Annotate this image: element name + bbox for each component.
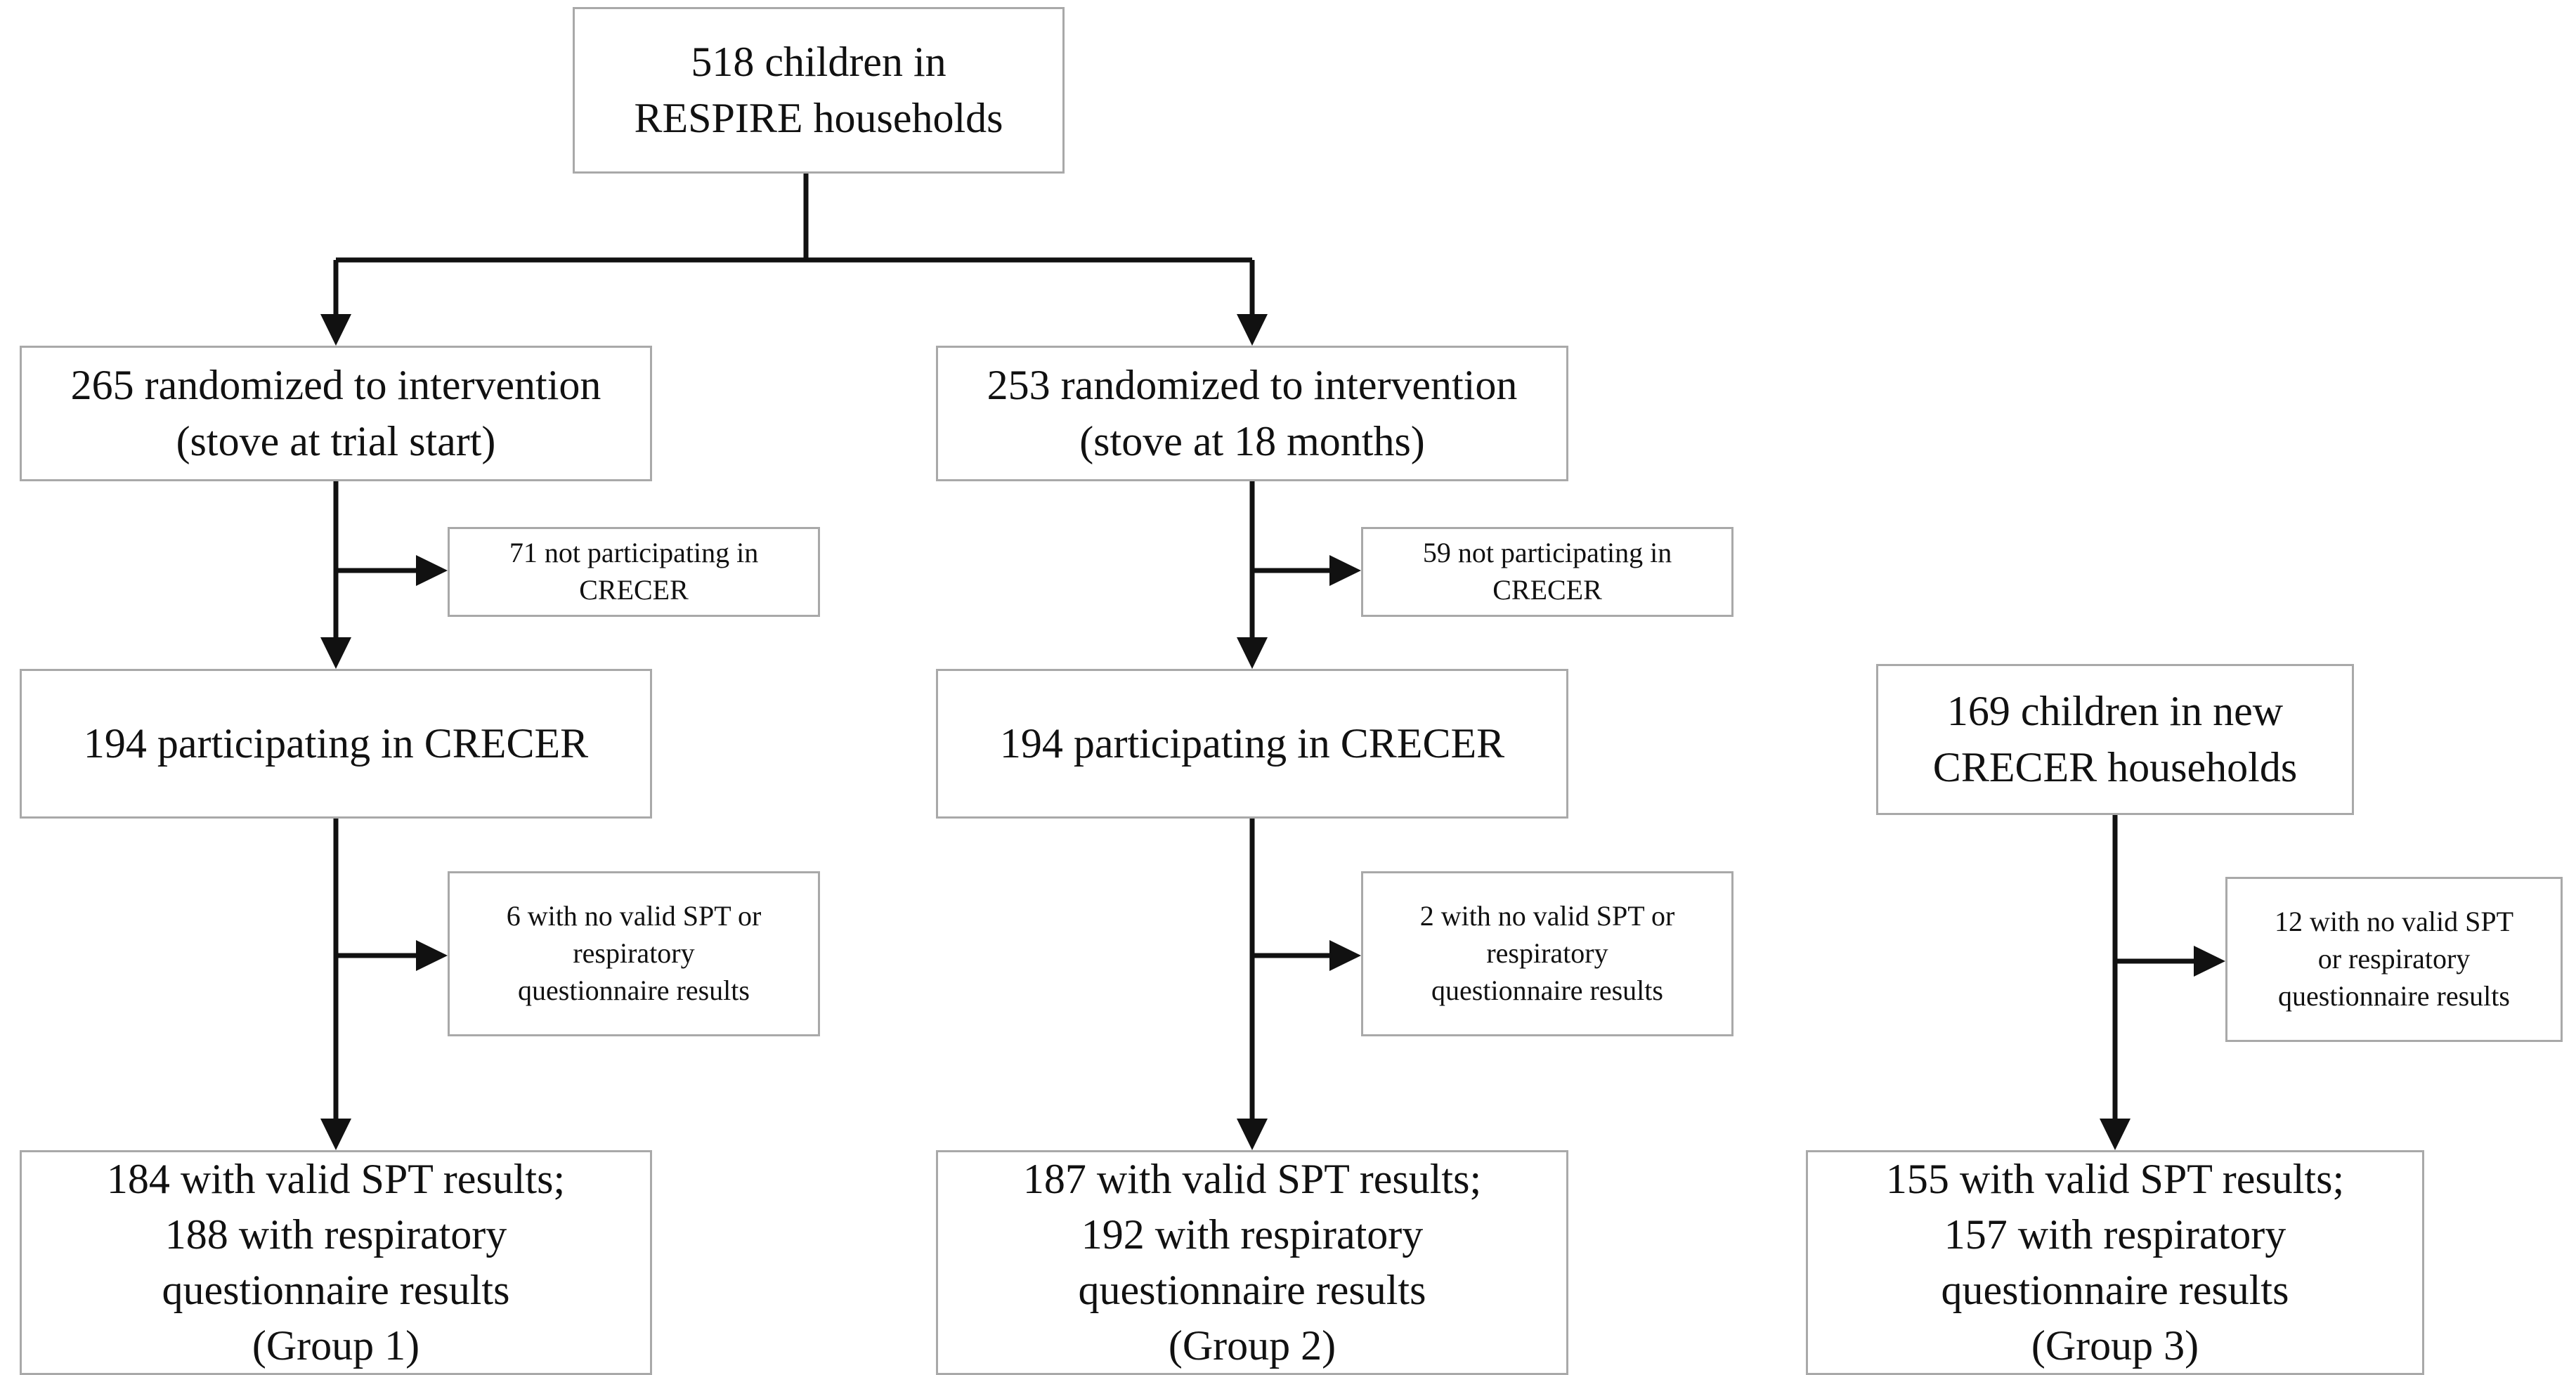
node-arm1-excluded-spt-label: 6 with no valid SPT or respiratory quest… [506,900,762,1006]
node-arm1-randomized[interactable]: 265 randomized to intervention (stove at… [20,346,652,481]
node-arm1-excluded-spt[interactable]: 6 with no valid SPT or respiratory quest… [448,871,820,1036]
node-group-3[interactable]: 155 with valid SPT results; 157 with res… [1806,1150,2424,1375]
node-arm3-new-households-label: 169 children in new CRECER households [1932,688,2298,790]
node-group-1-label: 184 with valid SPT results; 188 with res… [106,1155,566,1369]
node-arm2-participating-label: 194 participating in CRECER [999,719,1505,767]
node-arm2-participating[interactable]: 194 participating in CRECER [936,669,1568,819]
node-root-label: 518 children in RESPIRE households [634,39,1003,141]
node-arm2-excluded-spt-label: 2 with no valid SPT or respiratory quest… [1419,900,1675,1006]
node-group-3-label: 155 with valid SPT results; 157 with res… [1885,1155,2345,1369]
node-arm1-randomized-label: 265 randomized to intervention (stove at… [70,362,601,464]
node-arm1-excluded-crecer[interactable]: 71 not participating in CRECER [448,527,820,617]
node-arm2-excluded-crecer[interactable]: 59 not participating in CRECER [1361,527,1733,617]
node-arm3-excluded-spt[interactable]: 12 with no valid SPT or respiratory ques… [2225,877,2563,1042]
arrow-head-arm1-participating [320,637,351,669]
arrow-head-arm2-exclusion2 [1329,940,1361,971]
node-arm2-randomized[interactable]: 253 randomized to intervention (stove at… [936,346,1568,481]
node-arm1-participating[interactable]: 194 participating in CRECER [20,669,652,819]
node-arm2-excluded-crecer-label: 59 not participating in CRECER [1422,537,1672,606]
arrow-head-arm3-exclusion [2194,946,2225,977]
arrow-head-arm1 [320,314,351,346]
node-root[interactable]: 518 children in RESPIRE households [573,7,1065,174]
node-arm1-participating-label: 194 participating in CRECER [83,719,589,767]
node-arm2-excluded-spt[interactable]: 2 with no valid SPT or respiratory quest… [1361,871,1733,1036]
arrow-head-arm1-exclusion [416,555,448,586]
node-group-2[interactable]: 187 with valid SPT results; 192 with res… [936,1150,1568,1375]
node-arm2-randomized-label: 253 randomized to intervention (stove at… [987,362,1518,464]
arrow-head-arm2-exclusion [1329,555,1361,586]
node-arm3-new-households[interactable]: 169 children in new CRECER households [1876,664,2354,815]
node-arm1-excluded-crecer-label: 71 not participating in CRECER [509,537,759,606]
arrow-head-group3 [2100,1119,2131,1150]
arrow-head-group1 [320,1119,351,1150]
node-group-2-label: 187 with valid SPT results; 192 with res… [1022,1155,1482,1369]
arrow-head-arm2-participating [1237,637,1268,669]
node-group-1[interactable]: 184 with valid SPT results; 188 with res… [20,1150,652,1375]
arrow-head-group2 [1237,1119,1268,1150]
arrow-head-arm1-exclusion2 [416,940,448,971]
arrow-head-arm2 [1237,314,1268,346]
node-arm3-excluded-spt-label: 12 with no valid SPT or respiratory ques… [2274,906,2514,1012]
